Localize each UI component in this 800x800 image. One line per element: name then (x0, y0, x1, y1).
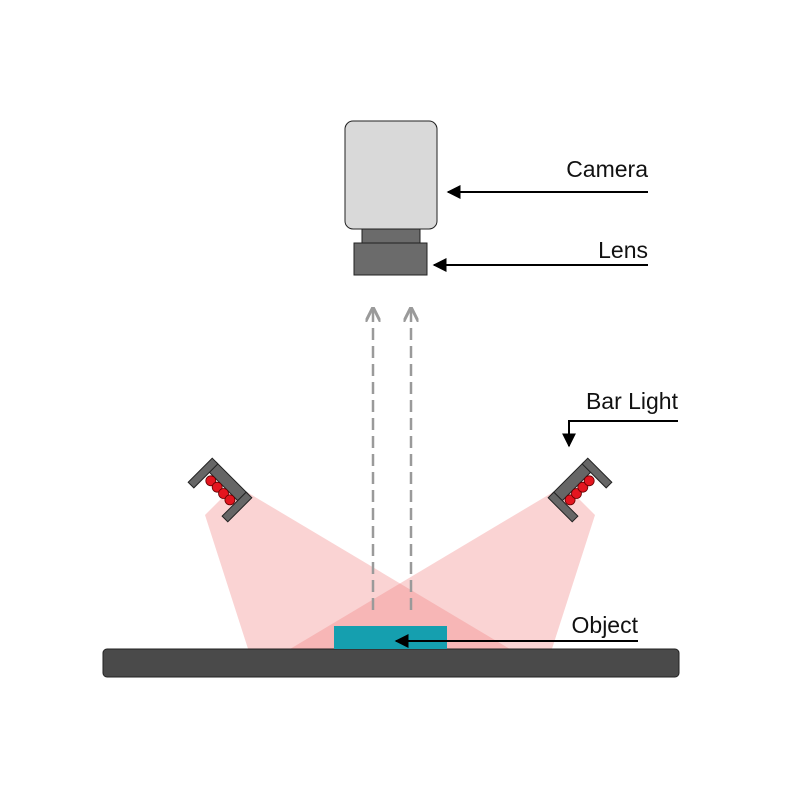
lens-label: Lens (598, 237, 648, 263)
left-bar-light (187, 457, 253, 523)
camera-body (344, 120, 438, 230)
left-light-beam (205, 485, 520, 655)
lens-lower (353, 242, 428, 276)
lens-upper (361, 228, 421, 244)
bar-light-pointer (562, 420, 678, 448)
right-light-beam (280, 485, 595, 655)
object-block (334, 626, 447, 649)
bar-light-label: Bar Light (586, 388, 679, 414)
led (583, 475, 595, 487)
led (224, 494, 236, 506)
base-platform (102, 648, 680, 678)
camera-label: Camera (566, 156, 648, 182)
right-bar-light (547, 457, 613, 523)
object-label: Object (572, 612, 639, 638)
